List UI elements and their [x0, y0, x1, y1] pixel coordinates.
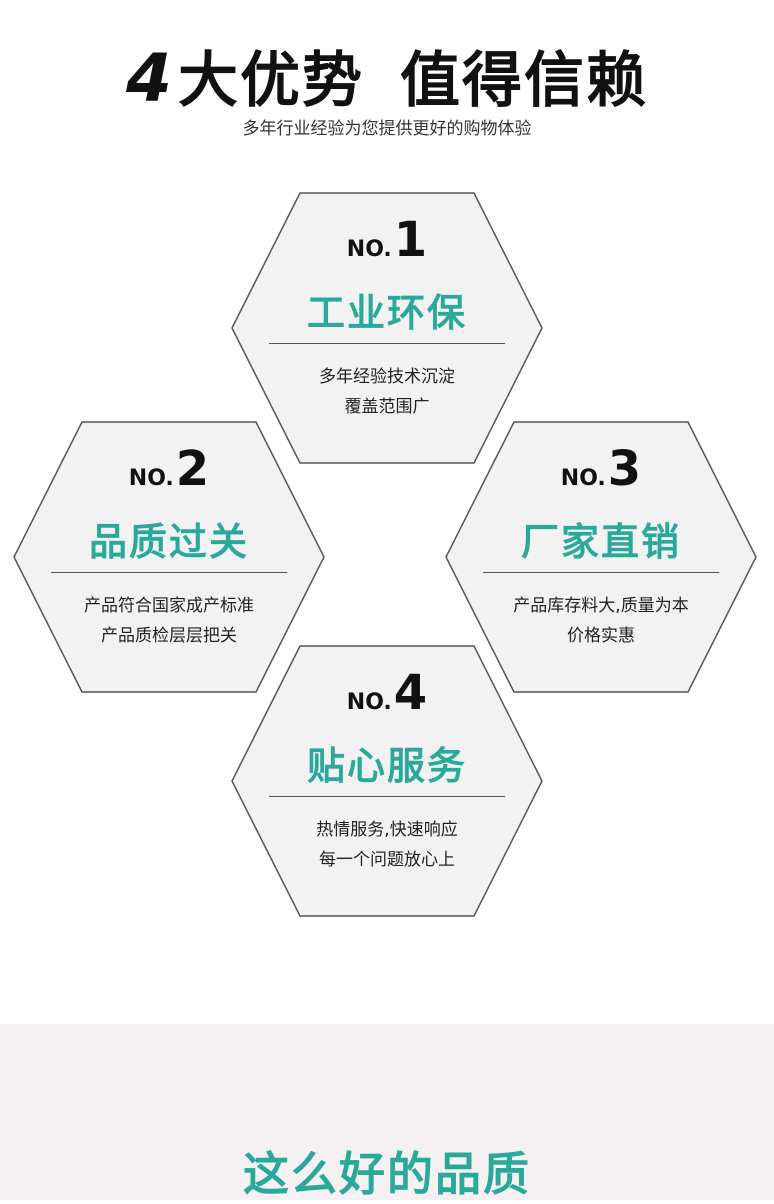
advantage-number: NO.3 — [560, 441, 642, 497]
advantage-number: NO.4 — [346, 665, 428, 721]
advantage-description: 多年经验技术沉淀覆盖范围广 — [319, 367, 455, 417]
advantage-name: 工业环保 — [306, 291, 467, 335]
page-title: 4大优势值得信赖 — [126, 40, 648, 117]
advantage-number: NO.2 — [128, 441, 210, 497]
advantage-description: 产品符合国家成产标准产品质检层层把关 — [84, 596, 254, 646]
advantage-card-4: NO.4 贴心服务 热情服务,快速响应每一个问题放心上 — [231, 645, 543, 917]
advantage-description: 热情服务,快速响应每一个问题放心上 — [316, 820, 458, 870]
divider — [269, 343, 505, 344]
advantage-card-1: NO.1 工业环保 多年经验技术沉淀覆盖范围广 — [231, 192, 543, 464]
advantage-card-2: NO.2 品质过关 产品符合国家成产标准产品质检层层把关 — [13, 421, 325, 693]
advantage-card-3: NO.3 厂家直销 产品库存料大,质量为本价格实惠 — [445, 421, 757, 693]
divider — [483, 572, 719, 573]
advantage-name: 品质过关 — [88, 520, 249, 564]
advantage-number: NO.1 — [346, 212, 428, 268]
hexagon-shape — [445, 421, 757, 693]
hexagon-shape — [13, 421, 325, 693]
advantage-description: 产品库存料大,质量为本价格实惠 — [513, 596, 689, 646]
hexagon-shape — [231, 645, 543, 917]
page-subtitle: 多年行业经验为您提供更好的购物体验 — [242, 119, 532, 139]
section-heading: 这么好的品质 — [243, 1147, 531, 1201]
hexagon-shape — [231, 192, 543, 464]
next-section: 这么好的品质 — [0, 1024, 774, 1201]
advantage-name: 厂家直销 — [520, 520, 681, 564]
divider — [269, 796, 505, 797]
divider — [51, 572, 287, 573]
advantage-name: 贴心服务 — [306, 744, 467, 788]
